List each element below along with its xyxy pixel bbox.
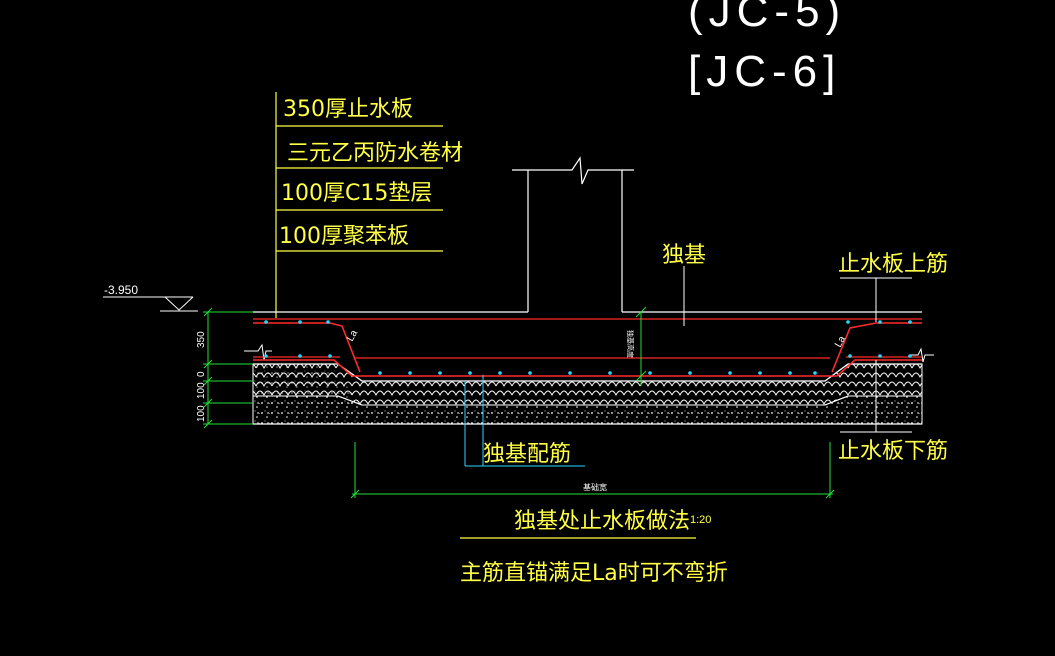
dim-membrane-thickness: 0: [196, 371, 207, 377]
callout-top-rebar: 止水板上筋: [838, 252, 948, 277]
drawing-tag-jc5: (JC-5): [688, 0, 846, 36]
anchorage-label-right: La: [833, 334, 848, 350]
layer-dimension-chain: [203, 307, 253, 429]
layer-label-cushion: 100厚C15垫层: [281, 181, 432, 206]
rebar-section-dots: [264, 320, 912, 375]
drawing-title: 独基处止水板做法: [514, 509, 690, 534]
anchorage-label-left: La: [345, 328, 360, 344]
drawing-scale: 1:20: [690, 514, 711, 526]
layer-label-insulation: 100厚聚苯板: [279, 224, 409, 249]
dim-slab-thickness: 350: [196, 331, 207, 348]
footing-rebar-leader: [464, 375, 585, 467]
break-mark-left: [244, 343, 272, 361]
slab-bottom-rebar: [253, 359, 922, 377]
layer-label-membrane: 三元乙丙防水卷材: [287, 141, 463, 166]
cushion-thicken-left: [253, 364, 362, 406]
callout-footing: 独基: [662, 243, 706, 268]
callout-bottom-rebar: 止水板下筋: [838, 439, 948, 464]
bottom-rebar-leader: [840, 360, 912, 433]
top-rebar-leader: [840, 277, 912, 322]
dim-cushion-thickness: 100: [196, 382, 207, 399]
slab-outline: [253, 311, 922, 425]
slab-top-rebar: [253, 322, 922, 373]
footing-width-label: 基础宽: [583, 482, 607, 492]
elevation-value: -3.950: [104, 283, 138, 297]
footing-height-dimension: [635, 306, 647, 386]
footing-width-dimension: [350, 442, 835, 499]
layer-label-stack: [275, 92, 443, 318]
footing-height-label: 独基高度: [626, 330, 635, 358]
drawing-note: 主筋直锚满足La时可不弯折: [460, 561, 728, 586]
footing-pocket-outline: [253, 318, 922, 359]
column-stub: [512, 156, 634, 312]
elevation-marker: [103, 296, 198, 312]
dim-insulation-thickness: 100: [196, 405, 207, 422]
callout-footing-rebar: 独基配筋: [483, 442, 571, 467]
layer-label-slab: 350厚止水板: [283, 97, 413, 122]
drawing-tag-jc6: [JC-6]: [688, 47, 841, 96]
break-mark-right: [910, 347, 934, 363]
